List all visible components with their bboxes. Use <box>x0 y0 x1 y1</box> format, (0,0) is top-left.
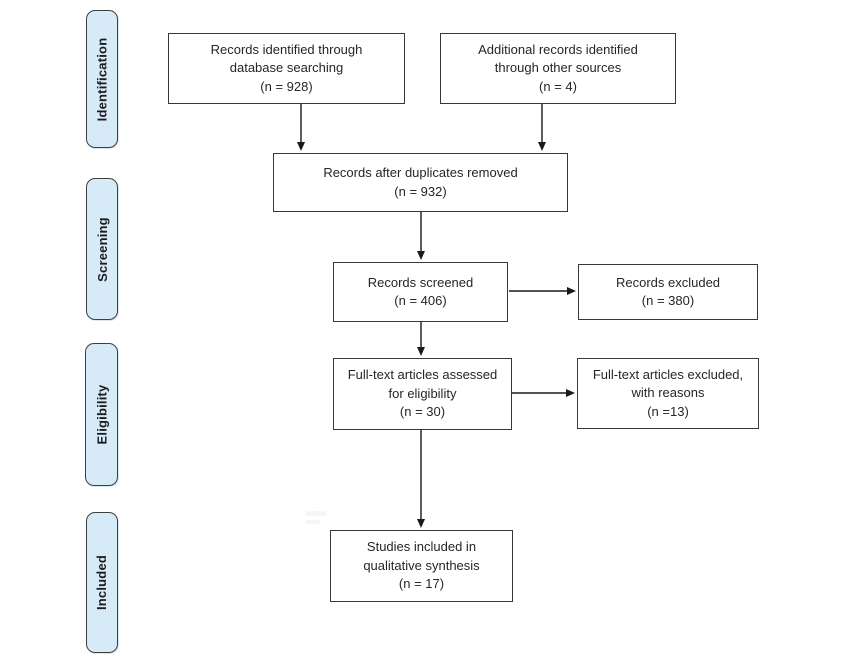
box-records-excluded: Records excluded (n = 380) <box>578 264 758 320</box>
stage-identification-label: Identification <box>94 37 110 121</box>
box-fulltext-assessed-text: Full-text articles assessed for eligibil… <box>347 367 498 420</box>
box-fulltext-excluded-text: Full-text articles excluded, with reason… <box>592 366 744 419</box>
box-records-screened: Records screened (n = 406) <box>333 262 508 322</box>
stage-screening-label: Screening <box>94 216 110 282</box>
box-additional-records: Additional records identified through ot… <box>440 33 676 104</box>
box-fulltext-excluded: Full-text articles excluded, with reason… <box>577 358 759 429</box>
box-records-identified-db: Records identified through database sear… <box>168 33 405 104</box>
box-records-screened-text: Records screened (n = 406) <box>367 274 474 308</box>
stage-included: Included <box>86 512 118 653</box>
stage-identification: Identification <box>86 10 118 148</box>
box-after-duplicates-text: Records after duplicates removed (n = 93… <box>323 165 518 199</box>
box-studies-included-text: Studies included in qualitative synthesi… <box>363 539 480 592</box>
stage-eligibility-label: Eligibility <box>94 384 110 445</box>
faint-watermark-artifact <box>303 509 333 531</box>
stage-screening: Screening <box>86 178 118 320</box>
box-records-identified-db-text: Records identified through database sear… <box>210 41 363 94</box>
smudge-shape <box>305 520 321 524</box>
box-fulltext-assessed: Full-text articles assessed for eligibil… <box>333 358 512 430</box>
box-studies-included: Studies included in qualitative synthesi… <box>330 530 513 602</box>
box-records-excluded-text: Records excluded (n = 380) <box>615 274 721 308</box>
box-after-duplicates: Records after duplicates removed (n = 93… <box>273 153 568 212</box>
box-additional-records-text: Additional records identified through ot… <box>478 41 638 94</box>
stage-included-label: Included <box>94 554 110 611</box>
stage-eligibility: Eligibility <box>85 343 118 486</box>
smudge-shape <box>305 511 327 516</box>
